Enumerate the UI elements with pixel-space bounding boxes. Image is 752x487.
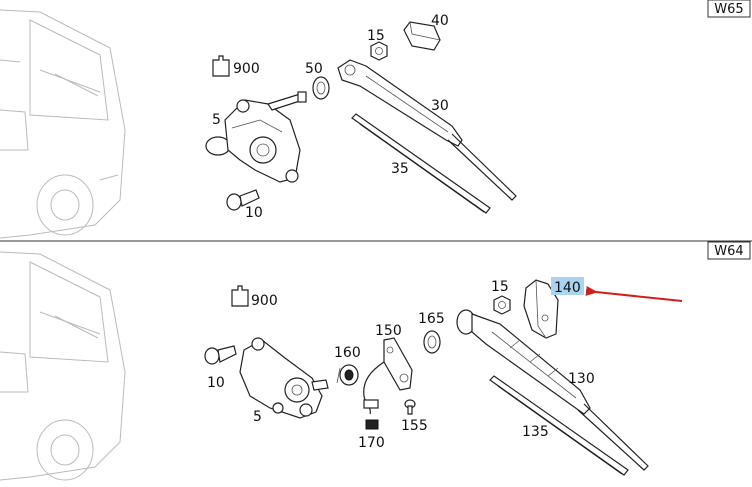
bracket-with-cable	[363, 337, 413, 415]
callout-130: 130	[568, 371, 595, 387]
section-code: W64	[714, 244, 743, 259]
grommet	[336, 364, 359, 386]
callout-165: 165	[418, 311, 445, 327]
connector-tag-icon	[212, 55, 230, 77]
callout-10: 10	[245, 205, 263, 221]
seal-ring	[423, 330, 441, 354]
section-code-box: W65	[707, 0, 751, 18]
callout-135: 135	[522, 424, 549, 440]
section-w65: W65 900	[0, 0, 751, 239]
bolt	[226, 189, 260, 211]
wiper-blade	[351, 113, 491, 214]
hex-nut	[370, 41, 388, 61]
wiper-blade	[489, 375, 629, 476]
wiper-motor	[239, 337, 329, 419]
callout-5: 5	[212, 112, 221, 128]
callout-30: 30	[431, 98, 449, 114]
screw	[404, 399, 416, 415]
callout-900: 900	[251, 293, 278, 309]
wiper-arm-cap	[523, 279, 559, 339]
connector-tag-icon	[231, 285, 249, 307]
bolt	[204, 345, 237, 365]
section-code: W65	[714, 2, 743, 17]
callout-900: 900	[233, 61, 260, 77]
callout-150: 150	[375, 323, 402, 339]
van-rear-outline	[0, 9, 126, 239]
section-w64: W64 900 10	[0, 241, 751, 481]
wiper-arm	[337, 59, 517, 201]
callout-140: 140	[554, 280, 581, 296]
section-code-box: W64	[707, 241, 751, 260]
callout-160: 160	[334, 345, 361, 361]
callout-35: 35	[391, 161, 409, 177]
callout-15: 15	[491, 279, 509, 295]
hex-nut	[493, 295, 511, 315]
wiper-arm	[456, 309, 649, 471]
callout-50: 50	[305, 61, 323, 77]
cable-connector	[365, 419, 379, 430]
pointer-arrow-icon	[585, 285, 683, 302]
wiper-arm-cap	[403, 21, 441, 51]
callout-15: 15	[367, 28, 385, 44]
callout-10: 10	[207, 375, 225, 391]
seal-ring	[312, 76, 330, 100]
van-rear-outline	[0, 251, 126, 481]
callout-155: 155	[401, 418, 428, 434]
callout-140-highlight: 140	[551, 277, 584, 296]
callout-40: 40	[431, 13, 449, 29]
callout-170: 170	[358, 435, 385, 451]
callout-5: 5	[253, 409, 262, 425]
wiper-motor	[205, 91, 307, 183]
